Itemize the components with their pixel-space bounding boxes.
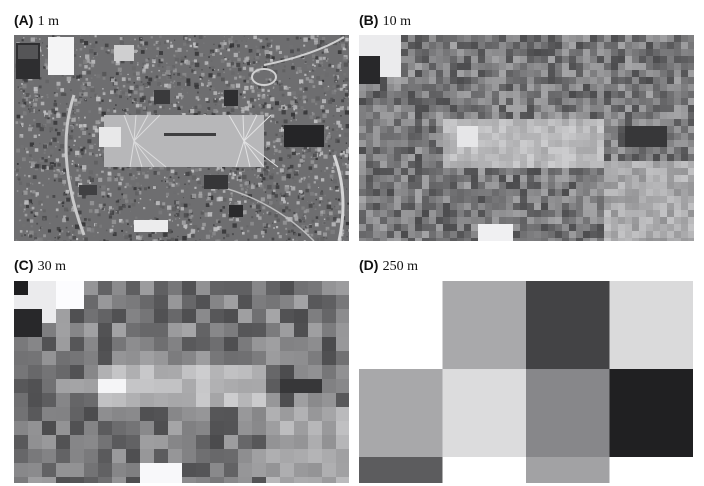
panel-d-label: (D) 250 m — [359, 257, 418, 275]
grid-cell — [442, 457, 527, 483]
aerial-image-250m-graphic — [359, 281, 693, 483]
grid-cell — [442, 369, 527, 458]
aerial-image-1m-graphic — [14, 35, 349, 241]
grid-cell — [609, 281, 693, 370]
panel-c-resolution: 30 m — [37, 259, 66, 274]
panel-d-letter: (D) — [359, 257, 379, 273]
grid-cell — [609, 457, 693, 483]
panel-b-label: (B) 10 m — [359, 12, 411, 30]
panel-a-label: (A) 1 m — [14, 12, 59, 30]
grid-cell — [359, 281, 443, 370]
aerial-image-30m — [14, 281, 349, 483]
grid-cell — [526, 457, 610, 483]
panel-b-letter: (B) — [359, 12, 379, 28]
grid-cell — [442, 281, 527, 370]
grid-cell — [359, 369, 443, 458]
panel-b-resolution: 10 m — [382, 14, 411, 29]
aerial-image-30m-graphic — [14, 281, 349, 483]
panel-a-letter: (A) — [14, 12, 34, 28]
aerial-image-250m — [359, 281, 693, 483]
panel-a-resolution: 1 m — [37, 14, 59, 29]
aerial-image-10m-graphic — [359, 35, 694, 241]
aerial-image-1m — [14, 35, 349, 241]
grid-cell — [526, 369, 610, 458]
panel-c-letter: (C) — [14, 257, 34, 273]
aerial-image-10m — [359, 35, 694, 241]
panel-c-label: (C) 30 m — [14, 257, 66, 275]
grid-cell — [609, 369, 693, 458]
grid-cell — [526, 281, 610, 370]
panel-d-resolution: 250 m — [382, 259, 418, 274]
grid-cell — [359, 457, 443, 483]
